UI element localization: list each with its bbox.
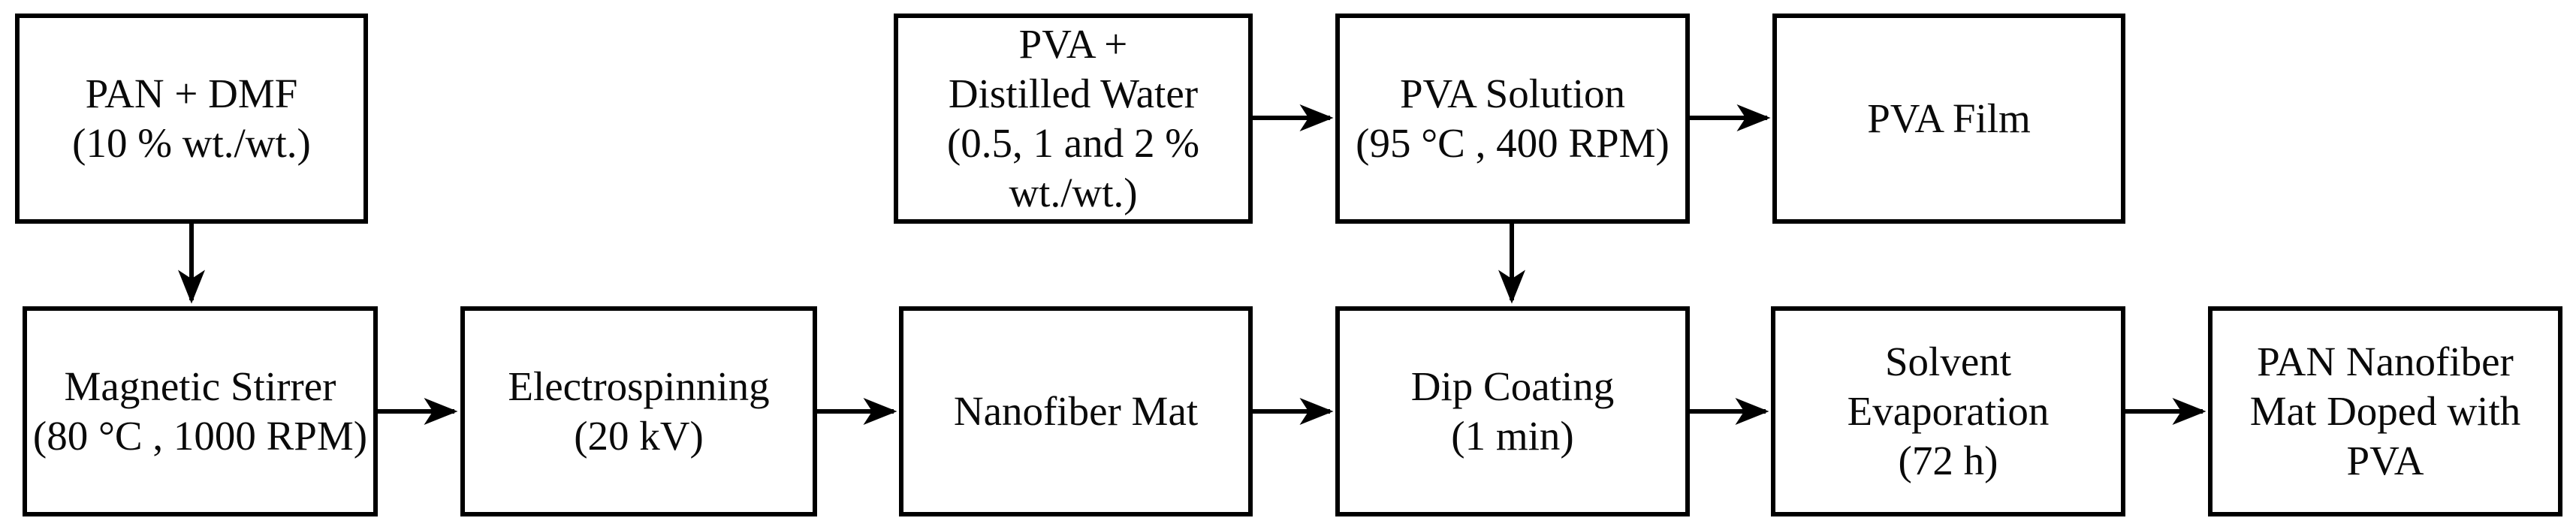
- node-pva-solution-label: PVA Solution (95 °C , 400 RPM): [1356, 71, 1670, 166]
- node-electrospinning-label: Electrospinning (20 kV): [508, 363, 770, 459]
- node-pva-distilled-water: PVA + Distilled Water (0.5, 1 and 2 % wt…: [894, 14, 1253, 224]
- node-dip-coating: Dip Coating (1 min): [1335, 306, 1690, 516]
- node-pva-film-label: PVA Film: [1867, 95, 2031, 141]
- node-magnetic-stirrer-label: Magnetic Stirrer (80 °C , 1000 RPM): [32, 363, 368, 459]
- node-pva-solution: PVA Solution (95 °C , 400 RPM): [1335, 14, 1690, 224]
- node-electrospinning: Electrospinning (20 kV): [460, 306, 817, 516]
- node-pan-dmf: PAN + DMF (10 % wt./wt.): [15, 14, 368, 224]
- node-pan-dmf-label: PAN + DMF (10 % wt./wt.): [72, 71, 311, 166]
- node-solvent-evaporation-label: Solvent Evaporation (72 h): [1847, 339, 2050, 483]
- node-dip-coating-label: Dip Coating (1 min): [1410, 363, 1615, 459]
- node-nanofiber-mat-label: Nanofiber Mat: [953, 388, 1199, 434]
- node-pan-nanofiber-mat-doped: PAN Nanofiber Mat Doped with PVA: [2208, 306, 2562, 516]
- node-pan-nanofiber-mat-doped-label: PAN Nanofiber Mat Doped with PVA: [2249, 339, 2521, 483]
- node-nanofiber-mat: Nanofiber Mat: [899, 306, 1253, 516]
- node-solvent-evaporation: Solvent Evaporation (72 h): [1771, 306, 2125, 516]
- node-pva-distilled-water-label: PVA + Distilled Water (0.5, 1 and 2 % wt…: [946, 21, 1200, 215]
- node-magnetic-stirrer: Magnetic Stirrer (80 °C , 1000 RPM): [23, 306, 378, 516]
- node-pva-film: PVA Film: [1772, 14, 2125, 224]
